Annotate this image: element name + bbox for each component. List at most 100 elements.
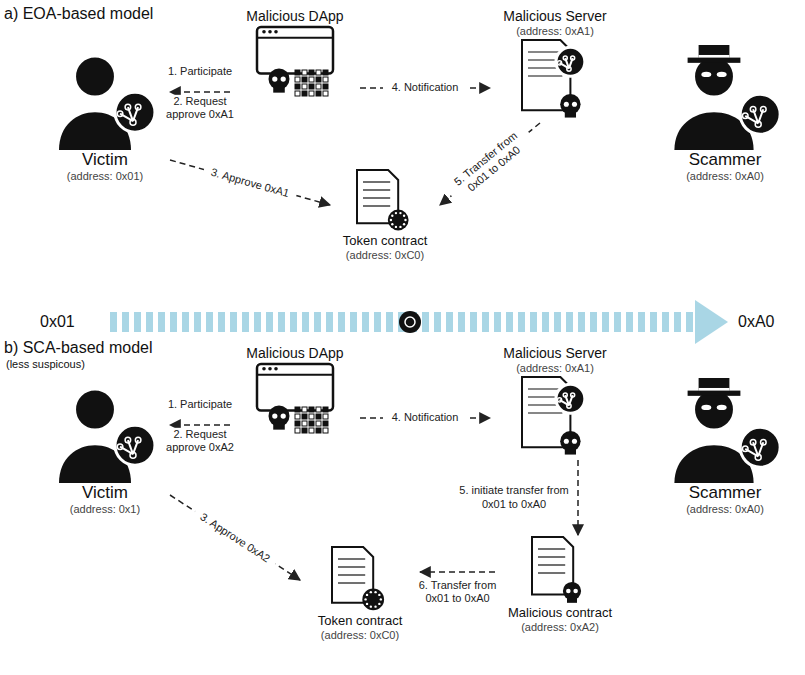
hat-band: [699, 388, 730, 391]
person-icon: [55, 45, 155, 150]
coin-dot: [399, 226, 401, 228]
key-bow: [563, 393, 567, 397]
mask-eye: [701, 405, 711, 410]
document-sheet: [332, 547, 373, 603]
node-name: Malicious contract: [508, 605, 612, 621]
step-label: 2. Request approve 0xA1: [158, 95, 242, 121]
skull-eye: [272, 76, 277, 81]
node-address: (address: 0x1): [70, 503, 140, 516]
grid-cell: [323, 428, 328, 433]
actor-node: Victim(address: 0x01): [40, 45, 170, 184]
document-line: [528, 51, 562, 52]
node-name: Malicious Server: [503, 8, 606, 25]
node-address: (address: 0xC0): [321, 629, 399, 642]
key-badge: [115, 92, 155, 132]
step-label: 1. Participate: [159, 65, 241, 78]
key-badge: [740, 427, 780, 467]
step-label: 4. Notification: [383, 81, 467, 94]
grid-cell: [309, 407, 314, 412]
coin-dot: [395, 212, 397, 214]
coin-dot: [404, 219, 406, 221]
hat-crown: [699, 378, 730, 392]
hat-crown: [699, 45, 730, 59]
browser-icon: [255, 362, 335, 437]
browser-dot: [262, 367, 266, 371]
skull-eye: [573, 589, 578, 594]
key-bow: [135, 437, 141, 443]
key-bow: [750, 106, 756, 112]
browser-bar: [257, 37, 333, 39]
grid-cell: [323, 70, 328, 75]
grid-cell: [316, 91, 321, 96]
grid-cell: [316, 407, 321, 412]
skull-eye: [564, 102, 569, 107]
browser-window: [257, 27, 333, 74]
step-label: 3. Approve 0xA1: [202, 163, 298, 202]
actor-node: Victim(address: 0x1): [40, 378, 170, 517]
grid-cell: [309, 421, 314, 426]
node-address: (address: 0xA0): [686, 170, 764, 183]
skull-eye: [566, 589, 571, 594]
coin-dot: [366, 594, 368, 596]
grid-cell: [316, 84, 321, 89]
grid-cell: [295, 414, 300, 419]
step-label: 1. Participate: [159, 398, 241, 411]
token-coin: [399, 311, 421, 333]
grid-cell: [309, 70, 314, 75]
key-bow: [742, 446, 748, 452]
coin-dot: [366, 603, 368, 605]
server-icon: [520, 38, 590, 123]
coin-dot: [378, 603, 380, 605]
node-name: Token contract: [343, 233, 428, 249]
step-label: 5. initiate transfer from 0x01 to 0xA0: [456, 484, 572, 510]
grid-cell: [302, 91, 307, 96]
grid-cell: [316, 70, 321, 75]
key-ring: [755, 121, 761, 127]
coin-dot: [380, 598, 382, 600]
browser-window: [257, 364, 333, 411]
grid-cell: [309, 91, 314, 96]
step-label: 2. Request approve 0xA2: [158, 428, 242, 454]
node-name: Victim: [82, 150, 128, 170]
skull-jaw: [567, 596, 577, 602]
coin-dot: [374, 605, 376, 607]
document-line: [538, 548, 565, 549]
grid-cell: [302, 70, 307, 75]
document-line: [363, 197, 390, 198]
skull-eye: [572, 439, 577, 444]
grid-cell: [295, 91, 300, 96]
browser-dot: [268, 367, 272, 371]
grid-cell: [323, 77, 328, 82]
key-badge: [556, 384, 585, 413]
node-name: Token contract: [318, 613, 403, 629]
node-address: (address: 0xC0): [346, 249, 424, 262]
coin-dot: [378, 594, 380, 596]
document-line: [338, 582, 365, 583]
node-name: Victim: [82, 483, 128, 503]
dashed-arrow: [577, 460, 579, 535]
key-bow: [558, 398, 562, 402]
node-name: Scammer: [689, 150, 762, 170]
grid-cell: [309, 414, 314, 419]
mask-eye: [717, 405, 727, 410]
key-bow: [558, 61, 562, 65]
grid-cell: [295, 84, 300, 89]
skull-jaw: [565, 447, 576, 454]
grid-cell: [323, 91, 328, 96]
grid-cell: [302, 77, 307, 82]
address-label: 0xA0: [738, 312, 774, 331]
key-bow: [750, 439, 756, 445]
dashed-arrow: [420, 571, 495, 573]
grid-cell: [302, 84, 307, 89]
skull-eye: [564, 439, 569, 444]
grid-cell: [323, 414, 328, 419]
actor-node: Scammer(address: 0xA0): [660, 378, 790, 517]
skull-eye: [572, 102, 577, 107]
person-head: [75, 390, 115, 430]
flow-band-dashes: [110, 312, 695, 332]
skull-jaw: [273, 85, 285, 92]
actor-node: Token contract(address: 0xC0): [300, 545, 420, 642]
grid-cell: [316, 428, 321, 433]
node-address: (address: 0xA1): [516, 25, 594, 38]
